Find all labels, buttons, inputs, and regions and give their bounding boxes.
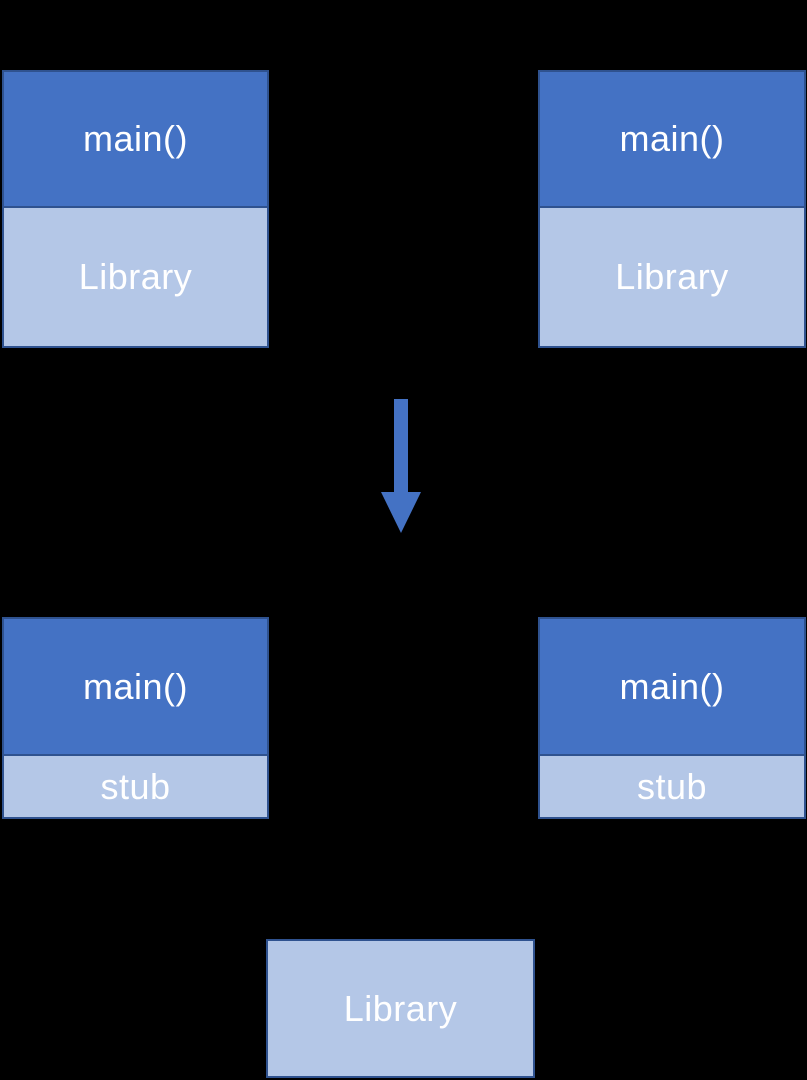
main-label: main() [82,665,188,707]
shared-library-label: Library [343,987,458,1029]
shared-library-box: Library [266,939,535,1078]
program-before-right: main() Library [538,70,806,348]
embedded-library-section: Library [540,208,804,346]
program-after-left: main() stub [2,617,269,819]
stub-label: stub [100,765,171,807]
stub-section: stub [4,756,267,817]
down-arrow-icon [381,399,421,533]
main-section: main() [4,619,267,756]
shared-library-section: Library [268,941,533,1076]
main-section: main() [4,72,267,208]
main-label: main() [619,118,725,159]
main-label: main() [82,118,188,159]
stub-label: stub [636,765,708,807]
main-label: main() [619,665,725,707]
stub-section: stub [540,756,804,817]
library-label: Library [78,256,193,297]
embedded-library-section: Library [4,208,267,346]
program-after-right: main() stub [538,617,806,819]
main-section: main() [540,72,804,208]
library-label: Library [615,256,729,297]
program-before-left: main() Library [2,70,269,348]
main-section: main() [540,619,804,756]
